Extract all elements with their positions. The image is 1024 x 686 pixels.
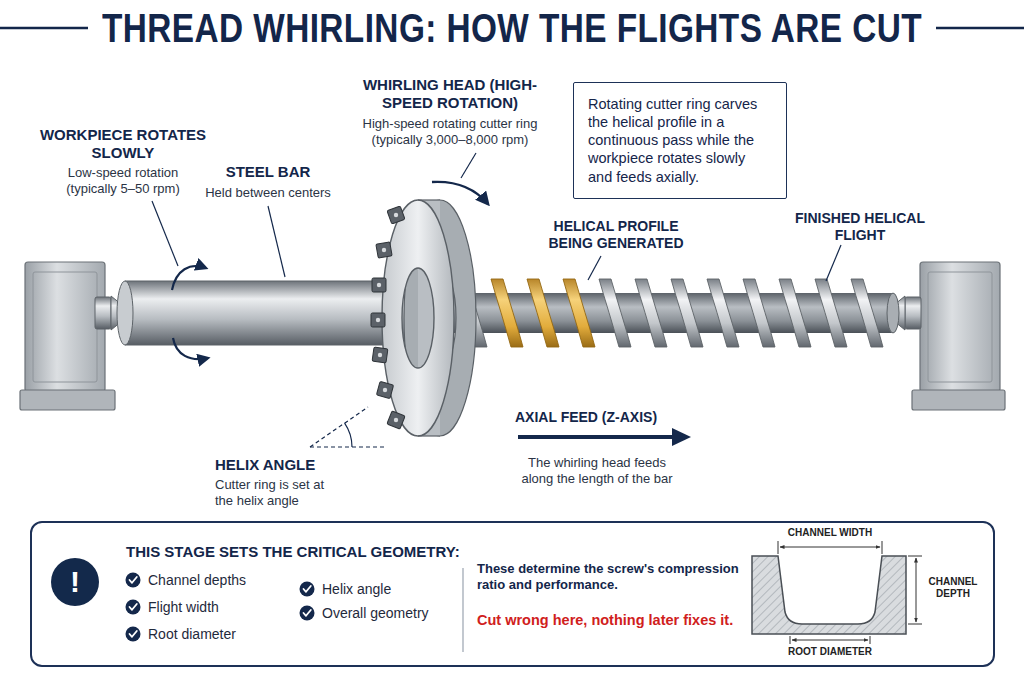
dimension-label: CHANNEL WIDTH (770, 527, 890, 539)
part-label: STEEL BAR (203, 163, 333, 181)
part-label: HELICAL PROFILE BEING GENERATED (538, 218, 694, 252)
part-note: High-speed rotating cutter ring (typical… (345, 116, 555, 148)
panel-heading: THIS STAGE SETS THE CRITICAL GEOMETRY: (126, 543, 546, 562)
alert-mark: ! (70, 567, 80, 597)
callout-text: Rotating cutter ring carves the helical … (588, 95, 772, 186)
panel-note: These determine the screw's compression … (477, 561, 742, 594)
summary-panel: THIS STAGE SETS THE CRITICAL GEOMETRY: Ch… (30, 521, 995, 667)
check-item: Root diameter (148, 626, 308, 644)
check-item: Helix angle (322, 581, 482, 599)
dimension-label: ROOT DIAMETER (770, 646, 890, 658)
part-label: WHIRLING HEAD (HIGH-SPEED ROTATION) (340, 76, 560, 113)
dimension-label: CHANNEL DEPTH (924, 576, 982, 599)
part-note: Low-speed rotation (typically 5–50 rpm) (55, 165, 191, 197)
part-note: Cutter ring is set at the helix angle (215, 477, 337, 509)
motion-label: AXIAL FEED (Z-AXIS) (515, 409, 705, 426)
warning-text: Cut wrong here, nothing later fixes it. (477, 611, 742, 629)
part-label: WORKPIECE ROTATES SLOWLY (35, 126, 211, 163)
part-note: Held between centers (183, 185, 353, 201)
part-label: HELIX ANGLE (215, 456, 345, 474)
callout-box: Rotating cutter ring carves the helical … (573, 82, 787, 199)
motion-note: The whirling head feeds along the length… (511, 455, 683, 487)
check-item: Overall geometry (322, 605, 482, 623)
check-item: Channel depths (148, 572, 308, 590)
part-label: FINISHED HELICAL FLIGHT (782, 210, 938, 244)
alert-circle: ! (51, 558, 99, 606)
check-item: Flight width (148, 599, 308, 617)
diagram-title: THREAD WHIRLING: HOW THE FLIGHTS ARE CUT (102, 6, 922, 50)
